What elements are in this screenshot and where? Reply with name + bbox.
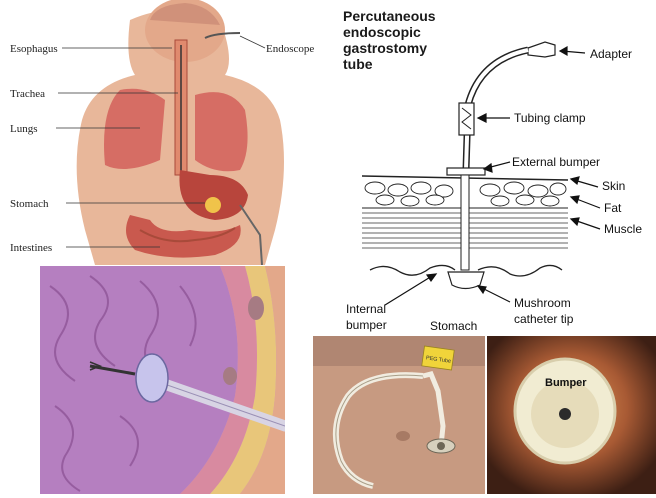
- label-stomach-anatomy: Stomach: [10, 198, 49, 210]
- label-internal-bumper-1: Internal: [346, 302, 386, 316]
- endoscopy-photo: Bumper: [487, 336, 656, 494]
- label-skin: Skin: [602, 179, 625, 193]
- label-trachea: Trachea: [10, 88, 45, 100]
- external-bumper-shape: [447, 168, 485, 175]
- peg-schematic: Adapter Tubing clamp External bumper Ski…: [340, 30, 656, 335]
- cutaway-bumper: [136, 354, 168, 402]
- label-external-bumper: External bumper: [512, 155, 600, 169]
- label-fat: Fat: [604, 201, 622, 215]
- label-adapter: Adapter: [590, 47, 632, 61]
- label-mushroom-2: catheter tip: [514, 312, 574, 326]
- label-stomach-schematic: Stomach: [430, 319, 477, 333]
- endoscopy-bumper-label: Bumper: [545, 377, 587, 389]
- peg-tag: PEG Tube: [422, 346, 454, 370]
- peg-tube-photo-panel: PEG Tube: [313, 336, 485, 494]
- left-lung: [104, 89, 165, 169]
- peg-schematic-panel: Adapter Tubing clamp External bumper Ski…: [340, 30, 656, 335]
- label-intestines: Intestines: [10, 242, 52, 254]
- label-tubing-clamp: Tubing clamp: [514, 111, 586, 125]
- label-lungs: Lungs: [10, 123, 38, 135]
- label-muscle: Muscle: [604, 222, 642, 236]
- label-endoscope: Endoscope: [266, 43, 314, 55]
- stomach-cutaway-panel: [40, 266, 285, 494]
- title-line-1: Percutaneous: [343, 8, 493, 24]
- right-lung: [195, 92, 248, 171]
- peg-tube-photo: PEG Tube: [313, 336, 485, 494]
- label-internal-bumper-2: bumper: [346, 318, 387, 332]
- endoscopy-panel: Bumper: [487, 336, 656, 494]
- adapter-shape: [528, 42, 555, 57]
- anatomy-illustration: Esophagus Trachea Lungs Stomach Intestin…: [0, 0, 340, 265]
- label-mushroom-1: Mushroom: [514, 296, 571, 310]
- tube-upper: [466, 50, 528, 170]
- anatomy-panel: Esophagus Trachea Lungs Stomach Intestin…: [0, 0, 340, 265]
- label-esophagus: Esophagus: [10, 43, 58, 55]
- stomach-cutaway-illustration: [40, 266, 285, 494]
